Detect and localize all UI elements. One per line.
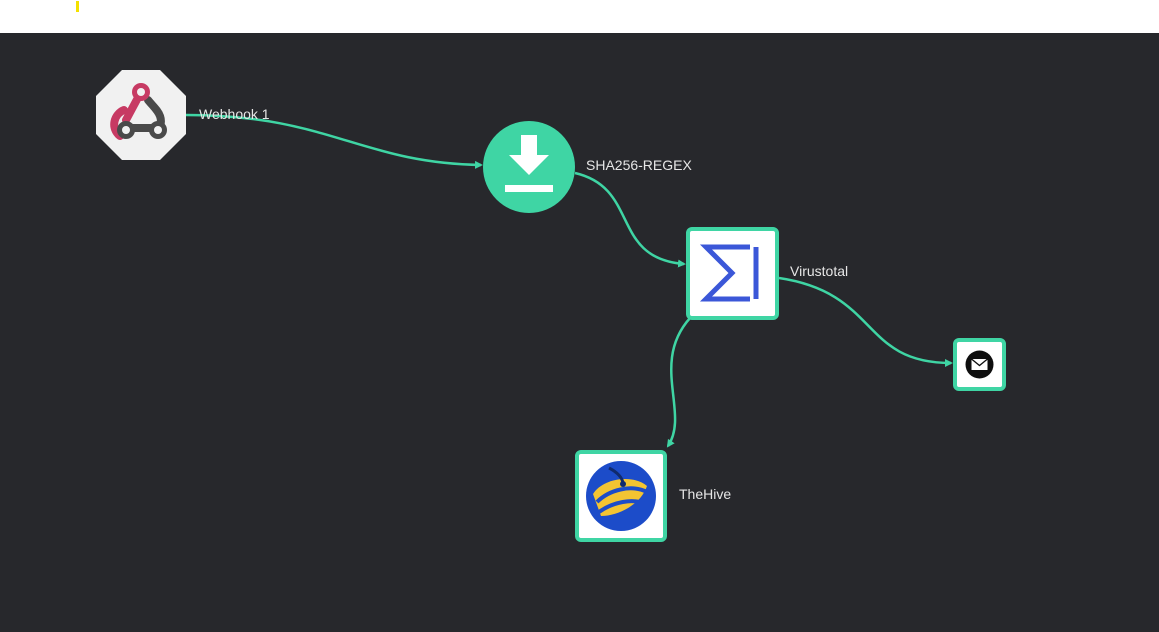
download-icon	[505, 135, 553, 192]
top-bar	[0, 0, 1159, 33]
edge-virustotal-to-thehive[interactable]	[666, 317, 691, 448]
sha256-regex-node-label: SHA256-REGEX	[586, 157, 692, 173]
webhook-node[interactable]	[96, 70, 186, 160]
workflow-canvas[interactable]: Webhook 1 SHA256-REGEX Virustotal	[0, 33, 1159, 632]
workflow-edges	[185, 113, 953, 448]
email-icon	[965, 350, 994, 379]
virustotal-node[interactable]	[686, 227, 779, 320]
webhook-icon	[96, 70, 186, 160]
thehive-icon	[586, 461, 656, 531]
edge-virustotal-to-email[interactable]	[778, 276, 953, 367]
sha256-regex-node[interactable]	[483, 121, 575, 213]
edge-webhook-to-sha[interactable]	[185, 113, 483, 169]
thehive-node-label: TheHive	[679, 486, 732, 502]
top-bar-indicator	[76, 1, 79, 12]
sigma-icon	[699, 244, 759, 302]
virustotal-node-label: Virustotal	[790, 263, 849, 279]
thehive-node[interactable]	[575, 450, 667, 542]
webhook-node-label: Webhook 1	[199, 106, 270, 122]
edge-sha-to-virustotal[interactable]	[574, 171, 686, 268]
email-node[interactable]	[953, 338, 1006, 391]
